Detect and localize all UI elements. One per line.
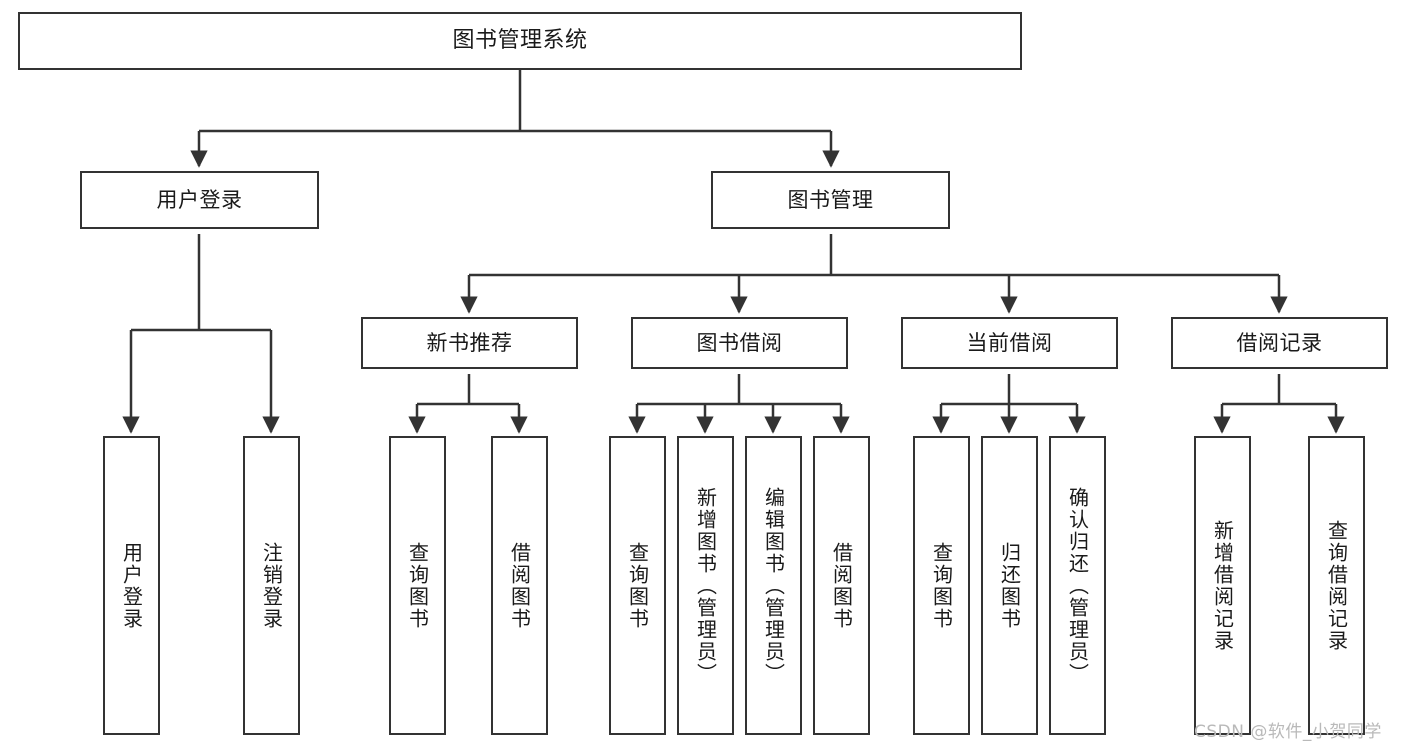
leaf-borrow-add-book-admin[interactable]: 新增图书（管理员） (677, 436, 734, 735)
node-label: 新增借阅记录 (1210, 519, 1235, 652)
node-new-book-recommend[interactable]: 新书推荐 (361, 317, 578, 369)
node-label: 新增图书（管理员） (693, 486, 718, 685)
leaf-recommend-borrow-book[interactable]: 借阅图书 (491, 436, 548, 735)
node-label: 当前借阅 (966, 330, 1053, 355)
node-label: 查询图书 (625, 541, 650, 630)
node-label: 用户登录 (156, 187, 243, 212)
leaf-current-return-book[interactable]: 归还图书 (981, 436, 1038, 735)
node-label: 注销登录 (259, 541, 284, 630)
leaf-record-add-record[interactable]: 新增借阅记录 (1194, 436, 1251, 735)
node-label: 新书推荐 (426, 330, 513, 355)
node-label: 查询图书 (405, 541, 430, 630)
node-label: 借阅图书 (507, 541, 532, 630)
node-borrow-record[interactable]: 借阅记录 (1171, 317, 1388, 369)
node-label: 确认归还（管理员） (1065, 486, 1090, 685)
leaf-current-confirm-return-admin[interactable]: 确认归还（管理员） (1049, 436, 1106, 735)
node-book-management[interactable]: 图书管理 (711, 171, 950, 229)
node-label: 借阅记录 (1236, 330, 1323, 355)
leaf-recommend-query-book[interactable]: 查询图书 (389, 436, 446, 735)
watermark-text: CSDN @软件_小贺同学 (1194, 722, 1382, 742)
leaf-current-query-book[interactable]: 查询图书 (913, 436, 970, 735)
node-root-system[interactable]: 图书管理系统 (18, 12, 1022, 70)
node-book-borrow[interactable]: 图书借阅 (631, 317, 848, 369)
leaf-borrow-borrow-book[interactable]: 借阅图书 (813, 436, 870, 735)
node-label: 编辑图书（管理员） (761, 486, 786, 685)
node-label: 查询借阅记录 (1324, 519, 1349, 652)
node-label: 归还图书 (997, 541, 1022, 630)
leaf-borrow-query-book[interactable]: 查询图书 (609, 436, 666, 735)
leaf-borrow-edit-book-admin[interactable]: 编辑图书（管理员） (745, 436, 802, 735)
node-label: 图书管理 (787, 187, 874, 212)
node-user-login[interactable]: 用户登录 (80, 171, 319, 229)
node-label: 用户登录 (119, 541, 144, 630)
leaf-user-login-signin[interactable]: 用户登录 (103, 436, 160, 735)
node-label: 查询图书 (929, 541, 954, 630)
node-label: 借阅图书 (829, 541, 854, 630)
node-label: 图书管理系统 (452, 28, 588, 54)
leaf-user-login-signout[interactable]: 注销登录 (243, 436, 300, 735)
leaf-record-query-record[interactable]: 查询借阅记录 (1308, 436, 1365, 735)
node-label: 图书借阅 (696, 330, 783, 355)
node-current-borrow[interactable]: 当前借阅 (901, 317, 1118, 369)
